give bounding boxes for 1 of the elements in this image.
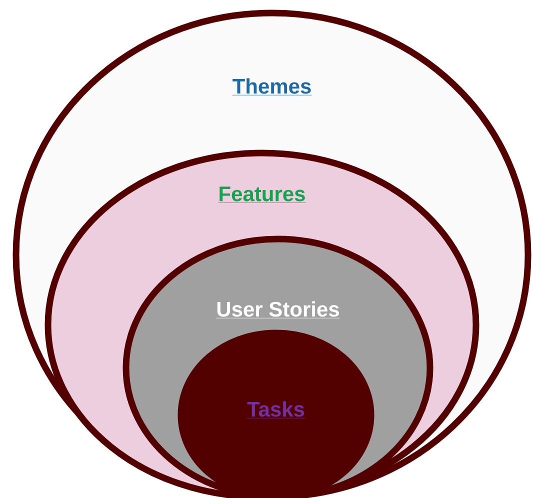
node-label: Tasks: [247, 401, 304, 417]
